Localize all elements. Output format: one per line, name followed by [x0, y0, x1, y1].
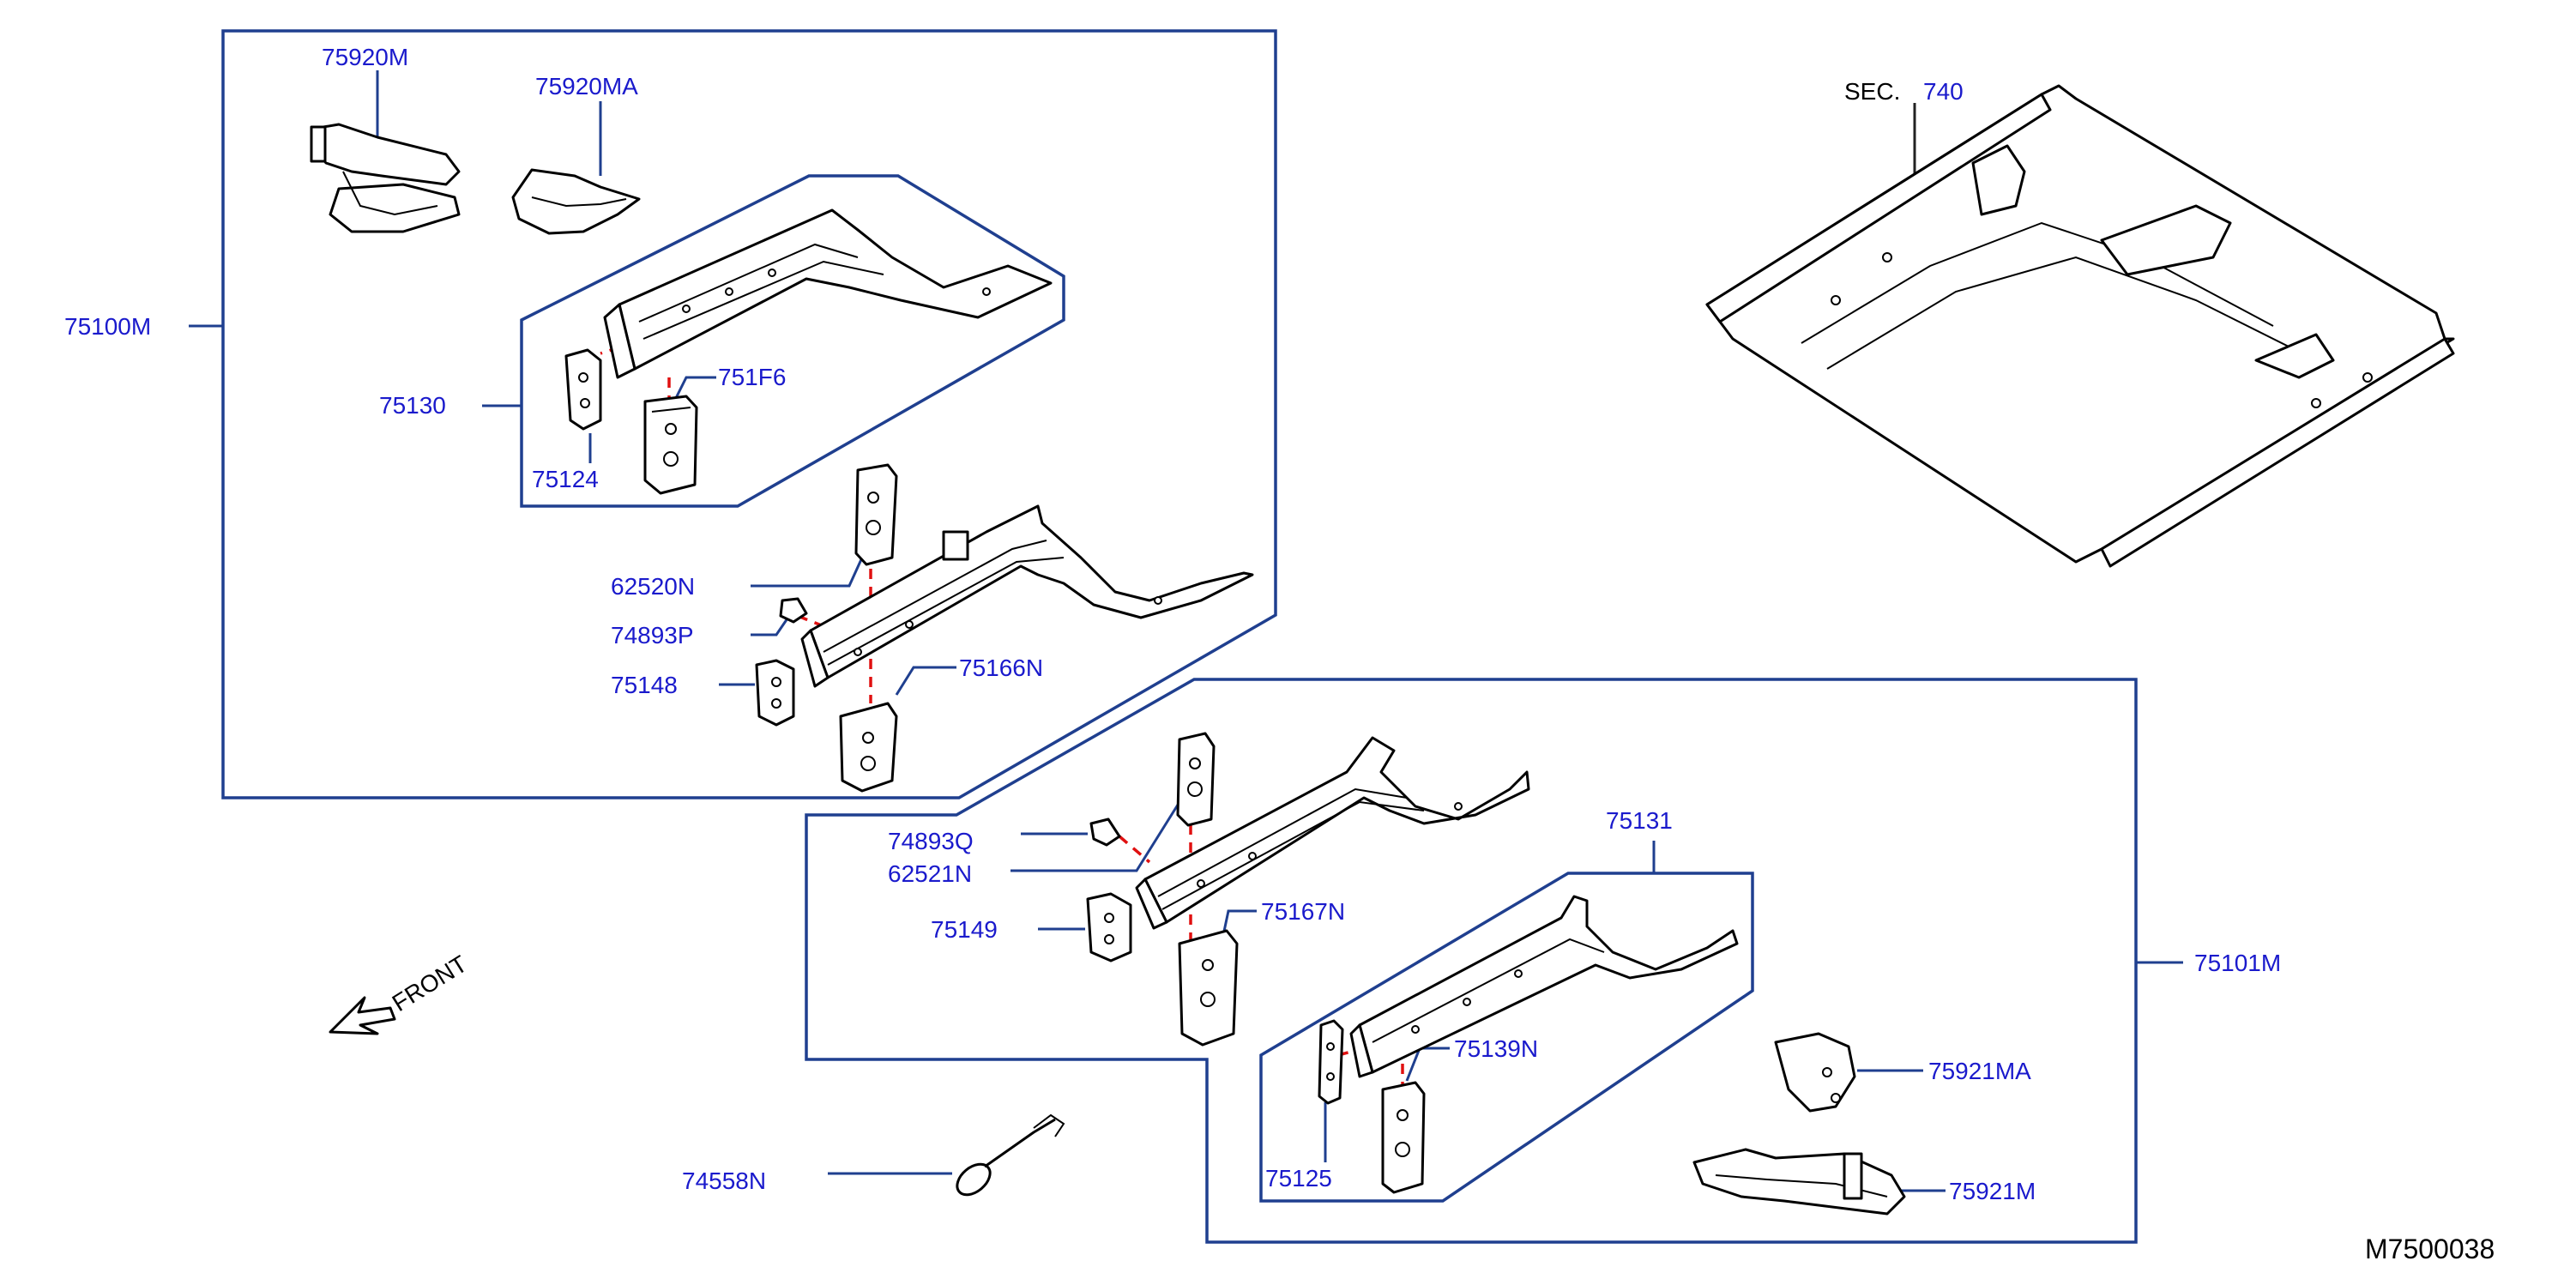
part-left-main-rail — [800, 504, 1254, 688]
left-group-border — [221, 29, 1277, 799]
part-75148-bracket — [755, 659, 795, 727]
label-75149[interactable]: 75149 — [931, 916, 998, 943]
part-75149-bracket — [1086, 892, 1132, 962]
label-74893p[interactable]: 74893P — [611, 622, 694, 649]
label-75130[interactable]: 75130 — [379, 392, 446, 419]
leader-75167n — [1221, 909, 1257, 940]
part-75139n-bracket — [1381, 1081, 1426, 1194]
part-74893p-plate — [779, 597, 808, 624]
connector-right-main-b — [1118, 835, 1151, 864]
label-74893q[interactable]: 74893Q — [888, 828, 974, 854]
part-75920m-bracket — [310, 123, 461, 233]
part-75921ma-bracket — [1774, 1032, 1856, 1113]
part-right-sub-rail — [1349, 895, 1739, 1078]
label-75125[interactable]: 75125 — [1265, 1165, 1332, 1192]
floor-panel-sec-740 — [1705, 84, 2455, 568]
part-75125-bracket — [1318, 1019, 1344, 1105]
leader-74893p — [751, 615, 791, 636]
label-75167n[interactable]: 75167N — [1261, 898, 1345, 925]
label-75131[interactable]: 75131 — [1606, 807, 1673, 834]
label-62520n[interactable]: 62520N — [611, 573, 695, 600]
part-right-main-rail — [1135, 736, 1530, 930]
part-75166n-bracket — [839, 702, 898, 793]
part-75167n-bracket — [1178, 929, 1239, 1047]
part-75920ma-bracket — [511, 168, 641, 235]
label-75124[interactable]: 75124 — [532, 466, 599, 492]
left-subgroup-border — [520, 174, 1065, 508]
part-74893q-plate — [1089, 817, 1121, 847]
leader-751f6 — [672, 376, 716, 404]
sec-prefix: SEC. — [1844, 78, 1900, 105]
right-subgroup-border — [1259, 872, 1754, 1203]
part-left-sub-rail — [603, 208, 1053, 379]
part-74558n-hook — [956, 1113, 1065, 1197]
part-75921m-bracket — [1692, 1148, 1906, 1216]
label-74558n[interactable]: 74558N — [682, 1167, 766, 1194]
part-751f6-bracket — [643, 395, 698, 495]
leader-75166n — [895, 666, 956, 696]
label-75100m[interactable]: 75100M — [64, 313, 151, 340]
leader-62520n — [751, 557, 864, 588]
label-75920ma[interactable]: 75920MA — [535, 73, 638, 100]
label-62521n[interactable]: 62521N — [888, 860, 972, 887]
part-75124-bracket — [564, 348, 602, 431]
label-75921ma[interactable]: 75921MA — [1928, 1058, 2031, 1084]
label-75148[interactable]: 75148 — [611, 672, 678, 698]
front-arrow-icon — [329, 996, 396, 1035]
label-75139n[interactable]: 75139N — [1454, 1035, 1538, 1062]
leader-62521n — [1010, 801, 1181, 872]
front-label: FRONT — [388, 950, 472, 1017]
right-group-border — [805, 678, 2138, 1244]
label-75166n[interactable]: 75166N — [959, 655, 1043, 681]
part-62520n-bracket — [854, 463, 898, 566]
label-75920m[interactable]: 75920M — [322, 44, 408, 70]
label-75101m[interactable]: 75101M — [2194, 950, 2281, 976]
sec-number-link[interactable]: 740 — [1923, 78, 1964, 105]
part-62521n-bracket — [1176, 732, 1216, 827]
label-751f6[interactable]: 751F6 — [718, 364, 786, 390]
label-75921m[interactable]: 75921M — [1949, 1178, 2036, 1204]
drawing-code: M7500038 — [2365, 1234, 2495, 1264]
